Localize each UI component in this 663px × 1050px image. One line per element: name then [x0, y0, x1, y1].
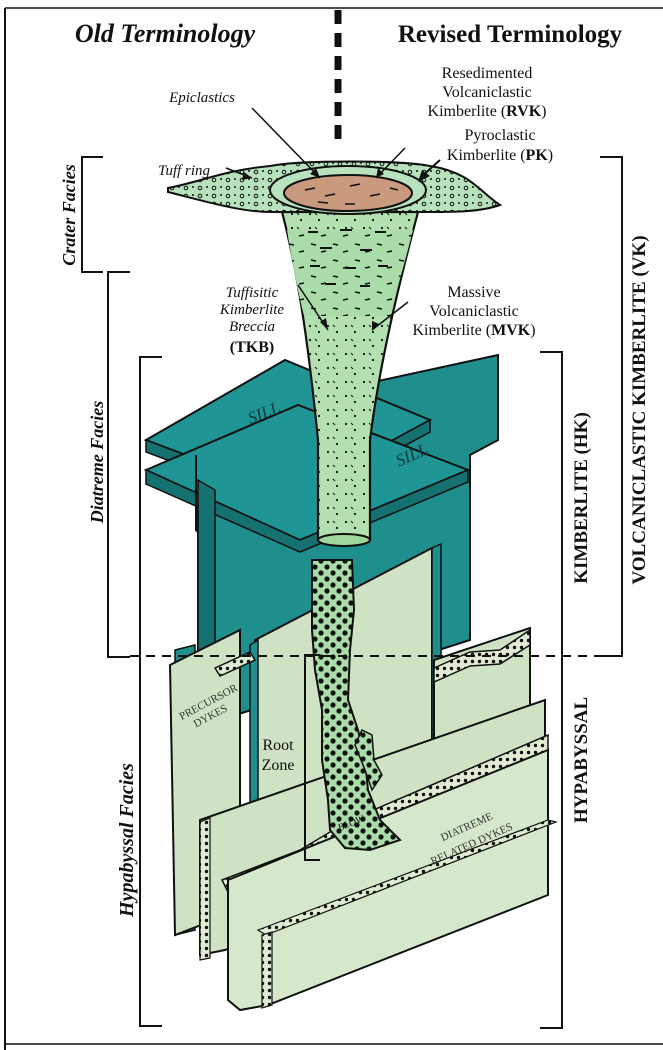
crater-facies-label: Crater Facies: [59, 164, 79, 266]
tuff-ring-label: Tuff ring: [158, 163, 211, 179]
root-zone-line1: Root: [262, 737, 294, 754]
pk-line2: Kimberlite (PK): [447, 147, 553, 164]
crater-bracket: [82, 157, 103, 272]
rvk-line1: Resedimented: [442, 65, 533, 82]
old-terminology-heading: Old Terminology: [75, 19, 256, 48]
mvk-line2: Volcaniclastic: [429, 303, 518, 320]
epiclastics-label: Epiclastics: [168, 90, 235, 106]
tkb-line1: Tuffisitic: [226, 285, 279, 301]
vk-bracket: [600, 157, 622, 656]
hypabyssal-facies-label: Hypabyssal Facies: [116, 763, 138, 918]
crater-fill: [284, 175, 412, 211]
diatreme-facies-label: Diatreme Facies: [87, 401, 107, 524]
mvk-line3: Kimberlite (MVK): [412, 322, 535, 339]
tkb-line2: Kimberlite: [219, 302, 285, 318]
vk-label: VOLCANICLASTIC KIMBERLITE (VK): [629, 235, 650, 584]
tkb-abbr: (TKB): [230, 339, 274, 356]
hk-bracket: [540, 352, 562, 1028]
diatreme-bracket: [108, 272, 130, 657]
diatreme-dyke-edge: [262, 932, 272, 1008]
revised-terminology-heading: Revised Terminology: [398, 21, 623, 48]
hk-label: KIMBERLITE (HK): [571, 412, 592, 584]
mvk-line1: Massive: [447, 284, 500, 301]
pk-line1: Pyroclastic: [464, 127, 535, 144]
root-zone-line2: Zone: [262, 757, 295, 774]
hypabyssal-prefix-label: HYPABYSSAL: [571, 697, 592, 823]
tkb-line3: Breccia: [229, 319, 275, 335]
rvk-line3: Kimberlite (RVK): [428, 103, 547, 120]
rvk-line2: Volcaniclastic: [442, 84, 531, 101]
pipe-base: [318, 534, 370, 546]
diatreme-dyke-left-edge: [200, 818, 210, 960]
